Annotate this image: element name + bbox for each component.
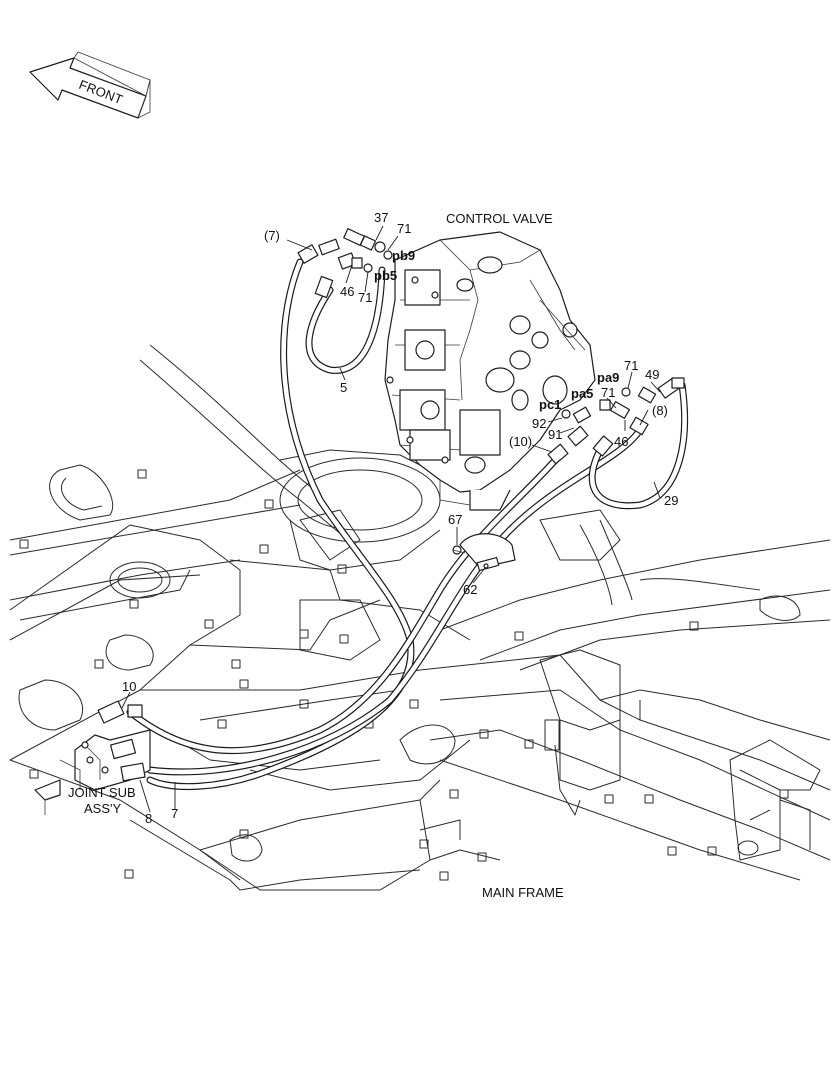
callout-71-mid: 71 (358, 290, 372, 305)
callout-10-paren: (10) (509, 434, 532, 449)
callout-5: 5 (340, 380, 347, 395)
leader-lines (121, 225, 661, 813)
hose-8 (146, 426, 644, 776)
callout-62: 62 (463, 582, 477, 597)
callout-92: 92 (532, 416, 546, 431)
callout-71-r2: 71 (601, 385, 615, 400)
callout-pb9: pb9 (392, 248, 415, 263)
labels: CONTROL VALVE MAIN FRAME JOINT SUB ASS'Y… (68, 210, 678, 900)
callout-7-paren: (7) (264, 228, 280, 243)
main-frame-drawing (9, 344, 831, 891)
callout-7: 7 (171, 806, 178, 821)
callout-71-right: 71 (624, 358, 638, 373)
callout-29: 29 (664, 493, 678, 508)
callout-10: 10 (122, 679, 136, 694)
callout-46-top: 46 (340, 284, 354, 299)
callout-67: 67 (448, 512, 462, 527)
callout-pa9: pa9 (597, 370, 619, 385)
joint-sub-assembly (34, 700, 151, 815)
callout-pa5: pa5 (571, 386, 593, 401)
hose-29 (588, 381, 689, 510)
callout-37: 37 (374, 210, 388, 225)
hose-5 (305, 266, 386, 374)
callout-91: 91 (548, 427, 562, 442)
callout-8: 8 (145, 811, 152, 826)
hose-10 (126, 451, 564, 755)
main-frame-label: MAIN FRAME (482, 885, 564, 900)
callout-8-paren: (8) (652, 403, 668, 418)
control-valve-label: CONTROL VALVE (446, 211, 553, 226)
front-arrow-icon: FRONT (29, 51, 151, 119)
callout-pc1: pc1 (539, 397, 561, 412)
control-valve (384, 231, 596, 511)
joint-sub-assy-label: ASS'Y (84, 801, 121, 816)
frame-bolts (19, 469, 789, 881)
clamp-62 (452, 533, 516, 572)
top-fittings (297, 228, 393, 299)
joint-sub-label: JOINT SUB (68, 785, 136, 800)
right-fittings (547, 377, 685, 465)
callout-pb5: pb5 (374, 268, 397, 283)
callout-49: 49 (645, 367, 659, 382)
callout-71-top: 71 (397, 221, 411, 236)
callout-46-right: 46 (614, 434, 628, 449)
